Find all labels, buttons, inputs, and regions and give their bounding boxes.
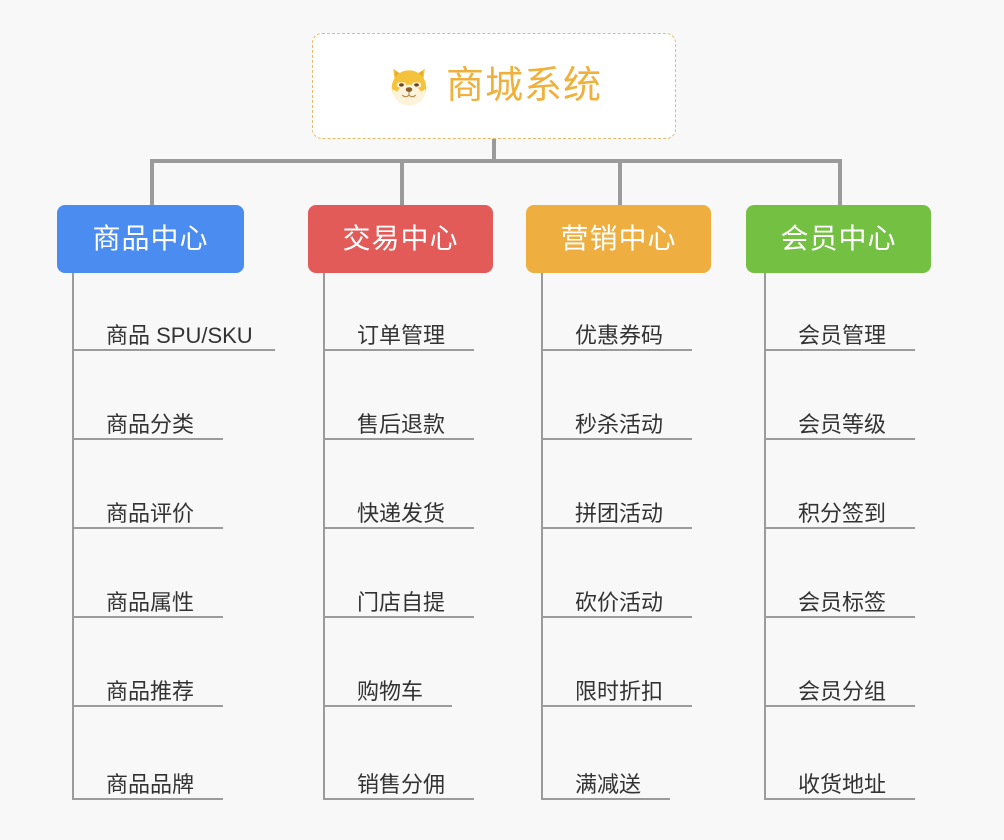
leaf-label: 购物车 [357,679,424,704]
leaf-label: 收货地址 [798,772,887,797]
leaf-label: 订单管理 [357,323,446,348]
leaf-label: 限时折扣 [575,679,664,704]
leaf-underline [323,349,474,351]
leaf-label: 商品 SPU/SKU [106,323,253,348]
leaf-label: 秒杀活动 [575,412,664,437]
category-header-label: 商品中心 [92,223,209,254]
leaf-label: 商品分类 [106,412,195,437]
connector-drop-marketing-center [618,159,622,207]
leaf-underline [72,349,275,351]
leaf-underline [72,616,223,618]
leaf-label: 会员分组 [798,679,887,704]
leaf-label: 销售分佣 [357,772,446,797]
category-header-product-center[interactable]: 商品中心 [57,205,244,273]
leaf-underline [541,705,692,707]
leaf-label: 会员等级 [798,412,887,437]
connector-drop-member-center [838,159,842,207]
category-header-trade-center[interactable]: 交易中心 [308,205,493,273]
category-trunk-marketing-center [541,273,543,800]
leaf-underline [323,705,452,707]
connector-drop-trade-center [400,159,404,207]
leaf-label: 会员标签 [798,590,887,615]
leaf-label: 会员管理 [798,323,887,348]
category-header-label: 交易中心 [342,223,459,254]
leaf-underline [764,527,915,529]
leaf-underline [764,616,915,618]
leaf-underline [323,798,474,800]
leaf-label: 快递发货 [357,501,446,526]
leaf-underline [72,705,223,707]
leaf-underline [72,798,223,800]
category-trunk-trade-center [323,273,325,800]
leaf-underline [323,438,474,440]
leaf-underline [541,438,692,440]
leaf-underline [72,527,223,529]
leaf-label: 砍价活动 [575,590,664,615]
category-header-label: 营销中心 [560,223,677,254]
leaf-underline [541,616,692,618]
leaf-underline [764,798,915,800]
leaf-label: 商品属性 [106,590,195,615]
leaf-label: 售后退款 [357,412,446,437]
leaf-label: 商品品牌 [106,772,195,797]
leaf-label: 门店自提 [357,590,446,615]
leaf-label: 积分签到 [798,501,887,526]
leaf-underline [323,527,474,529]
root-node[interactable]: 商城系统 [312,33,676,139]
leaf-label: 优惠券码 [575,323,664,348]
category-trunk-product-center [72,273,74,800]
category-header-marketing-center[interactable]: 营销中心 [526,205,711,273]
leaf-underline [72,438,223,440]
leaf-underline [323,616,474,618]
connector-drop-product-center [150,159,154,207]
leaf-underline [764,705,915,707]
shiba-dog-face-icon [391,68,427,106]
category-header-label: 会员中心 [780,223,897,254]
leaf-underline [541,349,692,351]
leaf-underline [541,527,692,529]
leaf-label: 商品推荐 [106,679,195,704]
connector-horizontal-bus [150,159,842,163]
leaf-label: 满减送 [575,772,642,797]
leaf-label: 拼团活动 [575,501,664,526]
leaf-underline [764,438,915,440]
leaf-underline [541,798,670,800]
category-header-member-center[interactable]: 会员中心 [746,205,931,273]
category-trunk-member-center [764,273,766,800]
leaf-underline [764,349,915,351]
root-title: 商城系统 [445,65,602,107]
connector-root-stem [492,139,496,163]
leaf-label: 商品评价 [106,501,195,526]
